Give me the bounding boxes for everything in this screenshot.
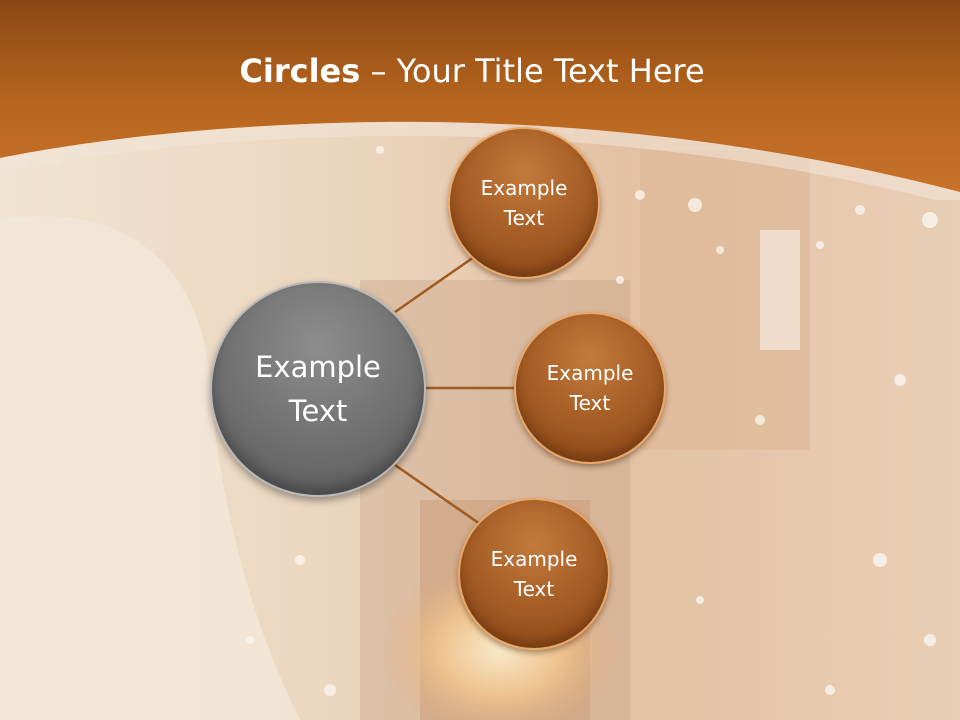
node-middle-line1: Example xyxy=(546,361,634,385)
connector-bottom xyxy=(394,463,481,526)
title-bold: Circles xyxy=(239,52,361,90)
center-circle-line1: Example xyxy=(255,350,381,384)
node-circle-middle[interactable]: Example Text xyxy=(514,312,666,464)
center-circle-line2: Text xyxy=(288,394,348,428)
node-middle-line2: Text xyxy=(569,391,611,415)
node-circle-bottom[interactable]: Example Text xyxy=(458,498,610,650)
connector-top xyxy=(394,255,475,314)
snowy-wall-shape xyxy=(0,216,300,720)
node-bottom-line1: Example xyxy=(490,547,578,571)
node-top-line1: Example xyxy=(480,176,568,200)
node-top-line2: Text xyxy=(503,206,545,230)
slide-title: Circles – Your Title Text Here xyxy=(0,52,944,90)
title-rest: – Your Title Text Here xyxy=(360,52,705,90)
node-circle-top[interactable]: Example Text xyxy=(448,127,600,279)
node-bottom-line2: Text xyxy=(513,577,555,601)
center-circle[interactable]: Example Text xyxy=(210,281,426,497)
header-band xyxy=(0,0,960,200)
